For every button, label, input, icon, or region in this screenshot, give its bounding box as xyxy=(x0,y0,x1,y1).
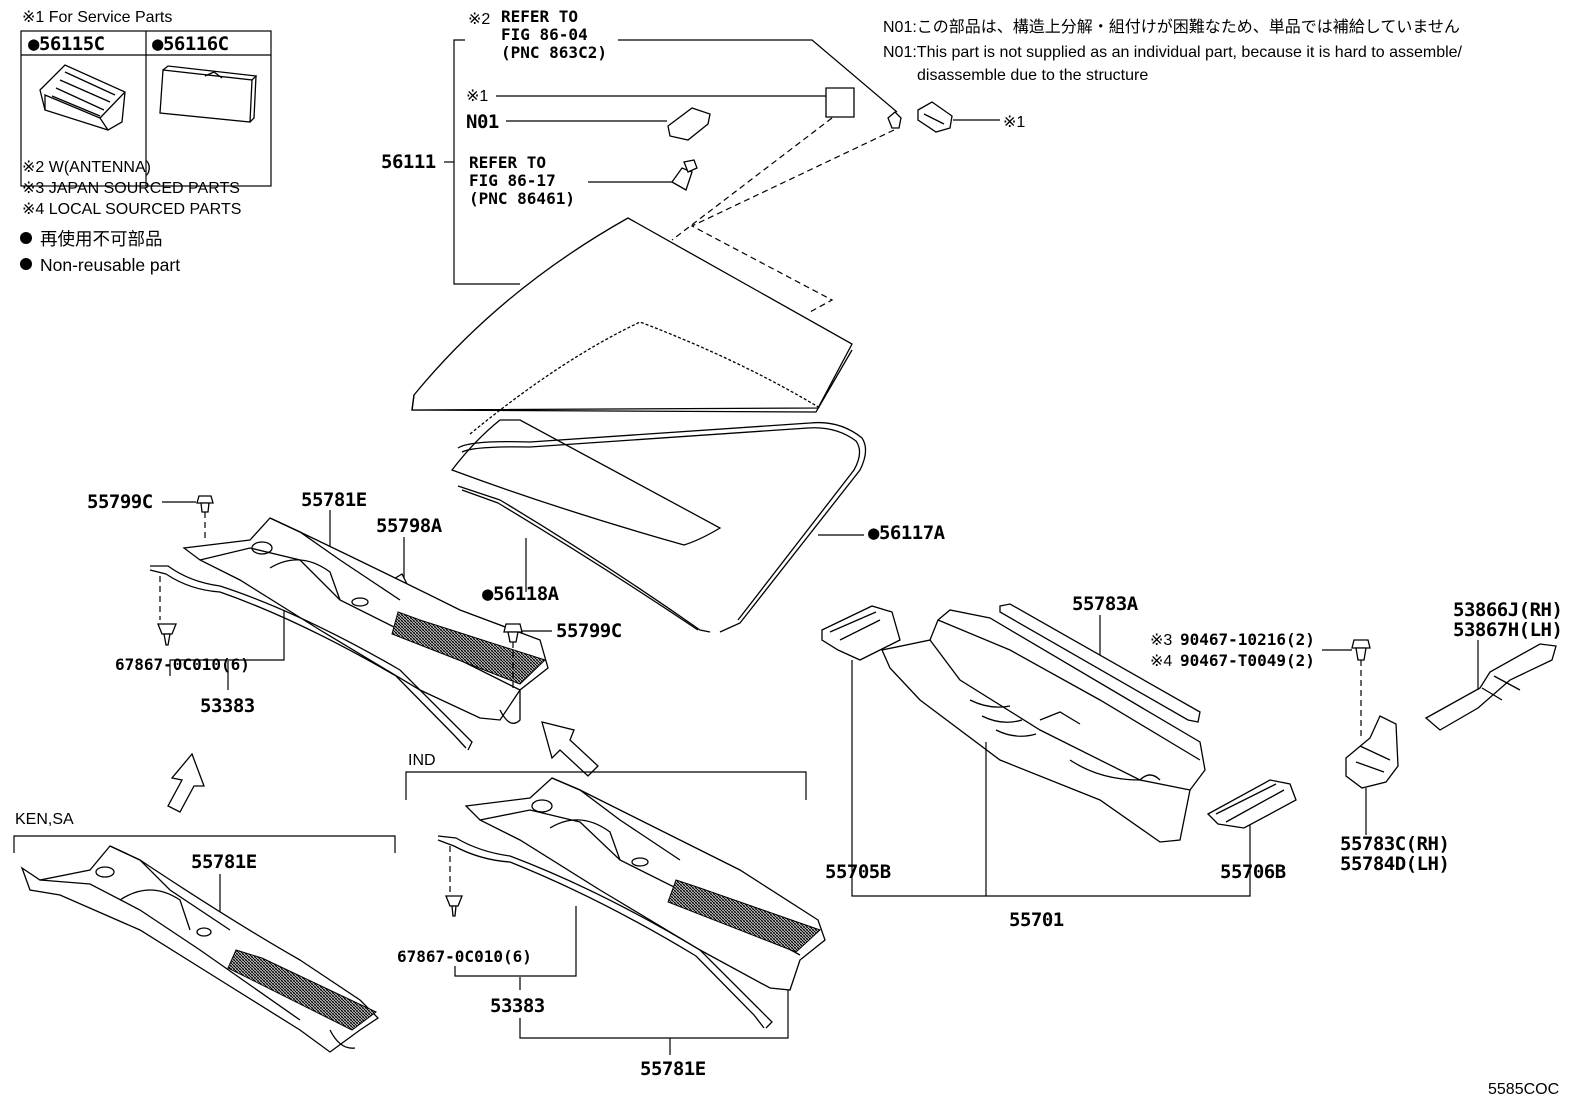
refer1-line3: (PNC 863C2) xyxy=(501,43,607,62)
label-90467-mark4: ※4 xyxy=(1150,653,1172,670)
bullet-icon xyxy=(20,258,32,270)
label-n01: N01 xyxy=(466,111,499,133)
seal-53383-top xyxy=(150,565,473,751)
molding-56117a xyxy=(457,421,867,633)
clip-67867-bot xyxy=(445,895,463,917)
cowl-louver-ken-sa xyxy=(20,845,380,1053)
bracket-55783c xyxy=(1345,715,1399,789)
refer2-line3: (PNC 86461) xyxy=(469,189,575,208)
arrow-icon xyxy=(541,721,599,777)
label-55799c-mid: 55799C xyxy=(556,620,622,642)
label-55705b: 55705B xyxy=(825,861,891,883)
label-55783c: 55783C(RH) xyxy=(1340,833,1449,855)
label-53866j: 53866J(RH) xyxy=(1453,599,1562,621)
bracket-55706b xyxy=(1206,779,1297,829)
label-56117a: ●56117A xyxy=(868,522,946,544)
seal-53383-bot xyxy=(437,835,773,1029)
label-mark1: ※1 xyxy=(466,88,488,105)
label-55701: 55701 xyxy=(1009,909,1064,931)
cowl-louver-ind xyxy=(464,777,826,991)
label-56118a: ●56118A xyxy=(482,583,560,605)
refer1-line1: REFER TO xyxy=(501,7,578,26)
label-90467-mark3: ※3 xyxy=(1150,632,1172,649)
mirror-bracket xyxy=(667,107,711,141)
note-n01-en-1: N01:This part is not supplied as an indi… xyxy=(883,44,1463,61)
windshield-glass xyxy=(411,217,853,411)
cowl-panel-55701 xyxy=(881,609,1206,843)
cowl-louver-top xyxy=(182,517,549,724)
label-67867-top: 67867-0C010(6) xyxy=(115,655,250,674)
clip-67867-top xyxy=(157,623,177,646)
bolt-90467 xyxy=(1351,639,1371,661)
note-japan-sourced: ※3 JAPAN SOURCED PARTS xyxy=(22,180,240,197)
note-non-reusable-jp: 再使用不可部品 xyxy=(40,229,163,249)
note-service-parts: ※1 For Service Parts xyxy=(22,9,172,26)
label-53867h: 53867H(LH) xyxy=(1453,619,1562,641)
bracket-55705b xyxy=(821,605,901,661)
refer-mark-2: ※2 xyxy=(468,11,490,28)
refer2-line2: FIG 86-17 xyxy=(469,171,556,190)
label-mark1-right: ※1 xyxy=(1003,114,1025,131)
service-part-56116c: ●56116C xyxy=(152,33,229,55)
note-n01-en-2: disassemble due to the structure xyxy=(917,67,1148,84)
note-n01-jp: N01:この部品は、構造上分解・組付けが困難なため、単品では補給していません xyxy=(883,18,1460,36)
service-part-56115c: ●56115C xyxy=(28,33,105,55)
clip-55799c-top xyxy=(196,495,214,513)
sensor-cap xyxy=(683,159,698,173)
label-55781e-bot: 55781E xyxy=(640,1058,706,1080)
label-90467-10216: 90467-10216(2) xyxy=(1180,630,1315,649)
refer1-line2: FIG 86-04 xyxy=(501,25,588,44)
label-55783a: 55783A xyxy=(1072,593,1139,615)
panel-55783a xyxy=(999,603,1201,723)
label-55798a: 55798A xyxy=(376,515,443,537)
note-local-sourced: ※4 LOCAL SOURCED PARTS xyxy=(22,201,241,218)
diagram-code: 5585COC xyxy=(1488,1081,1559,1098)
arrow-icon xyxy=(167,752,205,813)
antenna-clip xyxy=(887,111,902,129)
label-53383-bot: 53383 xyxy=(490,995,545,1017)
label-56111: 56111 xyxy=(381,151,436,173)
service-parts-box: ●56115C ●56116C xyxy=(20,30,272,187)
label-55784d: 55784D(LH) xyxy=(1340,853,1449,875)
label-55799c-top: 55799C xyxy=(87,491,153,513)
antenna-strip xyxy=(825,87,855,118)
label-67867-bot: 67867-0C010(6) xyxy=(397,947,532,966)
label-55706b: 55706B xyxy=(1220,861,1286,883)
refer2-line1: REFER TO xyxy=(469,153,546,172)
label-ind: IND xyxy=(408,752,436,769)
dam-56118a xyxy=(457,485,711,633)
strip-part-56116c xyxy=(159,65,258,123)
label-90467-t0049: 90467-T0049(2) xyxy=(1180,651,1315,670)
note-antenna: ※2 W(ANTENNA) xyxy=(22,159,151,176)
clip-55799c-mid xyxy=(503,623,523,643)
label-55781e-top: 55781E xyxy=(301,489,367,511)
label-55781e-left: 55781E xyxy=(191,851,257,873)
clip-part-56115c xyxy=(39,64,126,131)
note-non-reusable-en: Non-reusable part xyxy=(40,255,180,275)
bullet-icon xyxy=(20,232,32,244)
seal-53866j xyxy=(1424,643,1557,731)
label-53383-top: 53383 xyxy=(200,695,255,717)
label-ken-sa: KEN,SA xyxy=(15,811,74,828)
sensor-bracket xyxy=(671,167,693,191)
windshield-inner xyxy=(450,419,722,546)
clip-part-right xyxy=(917,101,953,133)
